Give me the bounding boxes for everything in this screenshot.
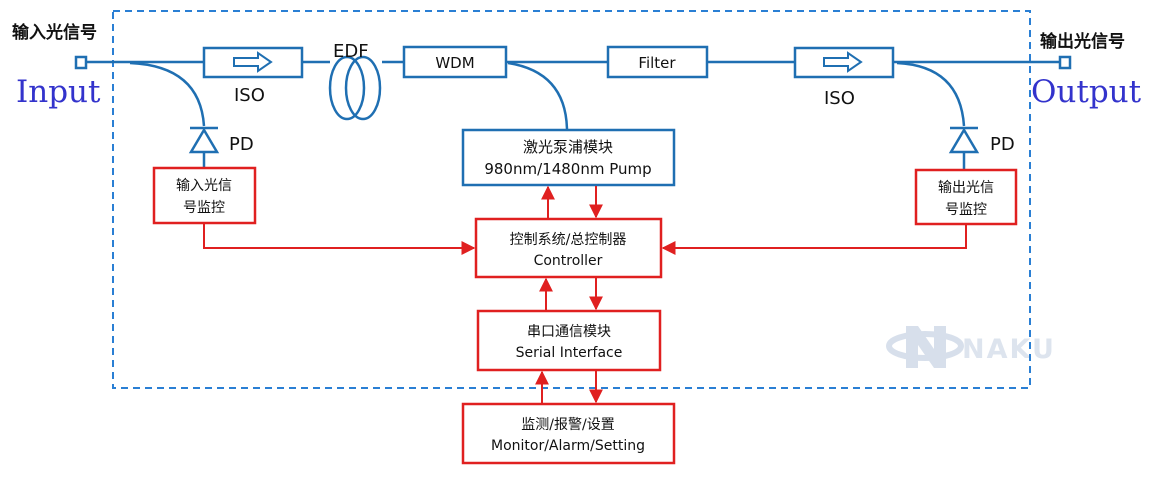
fiber-taps <box>129 61 966 131</box>
photodiode-left <box>188 126 220 168</box>
serial-label-en: Serial Interface <box>516 345 623 361</box>
output-monitor-line1: 输出光信 <box>938 180 994 196</box>
naku-watermark: NAKU <box>886 326 1056 368</box>
controller-label-cn: 控制系统/总控制器 <box>510 232 627 248</box>
input-label-en: Input <box>16 74 101 110</box>
arrow-output-monitor-to-controller <box>661 225 967 255</box>
input-connector <box>74 55 88 70</box>
monitor-label-cn: 监测/报警/设置 <box>521 417 614 433</box>
controller-label-en: Controller <box>534 253 603 269</box>
output-label-cn: 输出光信号 <box>1040 31 1125 52</box>
control-arrows <box>203 185 967 404</box>
input-monitor-line1: 输入光信 <box>176 178 232 194</box>
controller-box <box>474 217 663 279</box>
input-monitor-line2: 号监控 <box>183 200 225 216</box>
isolator-right <box>793 46 895 79</box>
edf-label: EDF <box>333 41 369 62</box>
iso-right-label: ISO <box>824 88 855 109</box>
output-label-en: Output <box>1031 74 1142 110</box>
pd-left-label: PD <box>229 134 254 155</box>
output-monitor-box <box>914 168 1018 226</box>
monitor-label-en: Monitor/Alarm/Setting <box>491 438 645 454</box>
pump-label-en: 980nm/1480nm Pump <box>484 160 651 178</box>
input-label-cn: 输入光信号 <box>12 22 97 43</box>
wdm-label: WDM <box>435 54 474 72</box>
arrow-input-monitor-to-controller <box>203 224 476 255</box>
filter-label: Filter <box>638 54 676 72</box>
device-enclosure <box>112 10 1031 389</box>
pd-right-label: PD <box>990 134 1015 155</box>
iso-left-label: ISO <box>234 85 265 106</box>
pump-module <box>461 128 676 187</box>
watermark-text: NAKU <box>962 334 1056 365</box>
serial-interface-box <box>476 309 662 372</box>
output-monitor-line2: 号监控 <box>945 202 987 218</box>
isolator-left <box>202 46 304 79</box>
monitor-alarm-setting-box <box>461 402 676 465</box>
photodiode-right <box>948 126 980 170</box>
wdm-box <box>402 45 508 79</box>
edf-coil <box>328 55 382 121</box>
filter-box <box>606 45 709 79</box>
pump-label-cn: 激光泵浦模块 <box>523 138 613 156</box>
output-connector <box>1058 55 1072 70</box>
serial-label-cn: 串口通信模块 <box>527 324 611 340</box>
input-monitor-box <box>152 166 257 225</box>
